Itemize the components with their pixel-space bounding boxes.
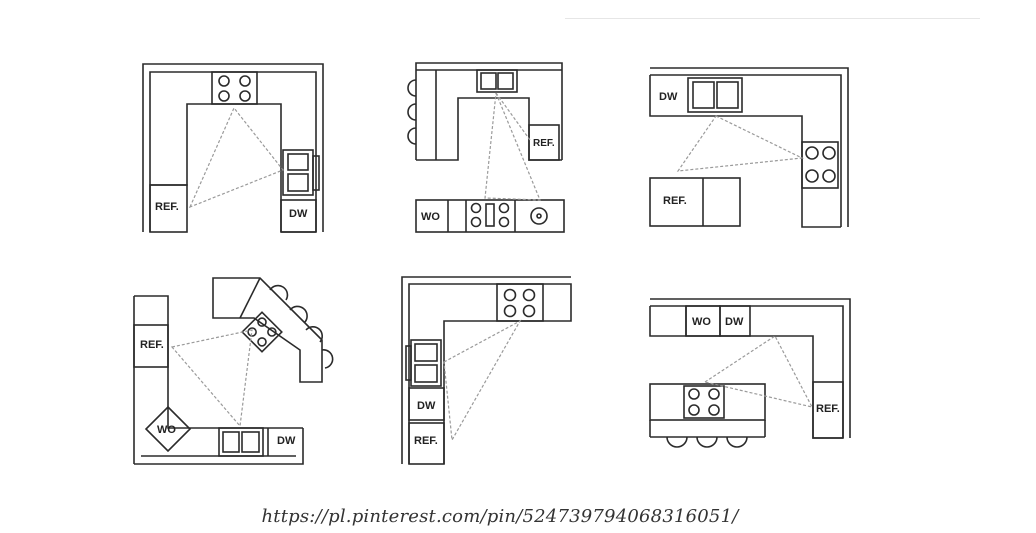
plan1-outer-wall: [142, 63, 324, 232]
plan5-ref-box: [408, 422, 445, 465]
plan4-work-triangle: [170, 329, 253, 428]
plan4-ref-label: REF.: [140, 339, 164, 351]
plan2-work-triangle: [484, 92, 541, 201]
plan4-wo-label: WO: [157, 424, 176, 436]
plan-l-shaped: [401, 276, 572, 465]
plan1-dw-box: [280, 199, 317, 233]
plan6-ref-box: [812, 381, 844, 439]
plan6-burners: [683, 385, 725, 419]
plan5-dw-label: DW: [417, 400, 436, 412]
plan3-island: [649, 177, 741, 227]
plan6-work-triangle: [703, 335, 814, 408]
plan5-dw-box: [408, 387, 445, 421]
plan2-round-sink: [530, 207, 548, 225]
plan2-island: [415, 199, 565, 233]
plan3-stove: [801, 141, 839, 189]
plan-island-layout: [649, 298, 851, 448]
plan6-stools: [649, 420, 766, 448]
plan3-ref-label: REF.: [663, 195, 687, 207]
plan-l-shaped-island: [649, 67, 849, 228]
plan6-dw-box: [719, 305, 751, 337]
plan1-stove: [211, 71, 258, 105]
plan4-outer-wall: [133, 296, 304, 465]
plan1-dw-label: DW: [289, 208, 308, 220]
plan3-outer-wall: [650, 67, 849, 227]
plan6-dw-label: DW: [725, 316, 744, 328]
plan4-sink: [218, 427, 264, 457]
plan4-stools: [269, 284, 334, 369]
plan6-counter: [649, 305, 844, 439]
plan3-counter: [649, 74, 842, 228]
top-divider-line: [565, 18, 980, 19]
plan6-wo-label: WO: [692, 316, 711, 328]
plan3-sink: [687, 77, 743, 113]
plan4-ref-box: [133, 324, 169, 368]
plan2-ref-box: [528, 124, 560, 161]
plan2-burners: [470, 202, 510, 228]
plan-peninsula: [407, 62, 565, 233]
plan2-sink: [476, 69, 518, 93]
plan5-counter: [408, 283, 572, 464]
plan2-ref-label: REF.: [533, 138, 555, 149]
plan2-wo-label: WO: [421, 211, 440, 223]
plan5-burners: [503, 288, 536, 318]
source-url-caption: https://pl.pinterest.com/pin/52473979406…: [261, 506, 739, 527]
plan3-dw-label: DW: [659, 91, 678, 103]
plan4-peninsula: [212, 277, 323, 383]
plan4-wo-box: [144, 405, 192, 453]
plan4-burners: [241, 311, 283, 353]
plan4-dw-label: DW: [277, 435, 296, 447]
plan-u-shaped: [142, 63, 324, 233]
plan-angled-peninsula: [133, 277, 334, 465]
plan2-stools: [407, 79, 417, 145]
plan3-burners: [805, 146, 836, 183]
plan1-work-triangle: [188, 106, 284, 209]
plan5-stove: [496, 283, 544, 322]
plan5-ref-label: REF.: [414, 435, 438, 447]
plan6-island: [649, 383, 766, 421]
plan1-ref-box: [149, 184, 188, 233]
plan1-burners: [218, 75, 251, 102]
plan2-outer-wall: [415, 62, 563, 160]
plan5-work-triangle: [443, 319, 522, 442]
plan1-ref-label: REF.: [155, 201, 179, 213]
plan5-outer-wall: [401, 276, 571, 464]
plan6-outer-wall: [650, 298, 851, 438]
plan6-ref-label: REF.: [816, 403, 840, 415]
plan3-work-triangle: [676, 115, 805, 172]
